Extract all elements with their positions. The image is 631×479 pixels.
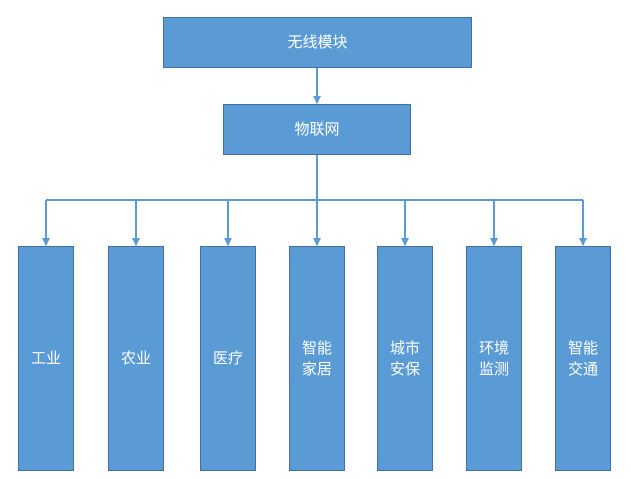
leaf-node-smart-home: 智能 家居	[289, 246, 345, 471]
leaf-label-line: 安保	[389, 359, 420, 378]
leaf-label-line: 交通	[567, 359, 598, 378]
leaf-label-line: 监测	[478, 359, 509, 378]
leaf-label-line: 农业	[120, 349, 151, 367]
leaf-node-medical: 医疗	[200, 246, 256, 471]
leaf-label-line: 家居	[301, 359, 332, 378]
leaf-label-line: 城市	[389, 338, 420, 357]
leaf-node-agriculture: 农业	[108, 246, 164, 471]
leaf-node-city-security: 城市 安保	[377, 246, 433, 471]
leaf-label-line: 环境	[478, 338, 509, 357]
root-node: 无线模块	[163, 17, 472, 68]
leaf-node-industry: 工业	[18, 246, 74, 471]
leaf-label-line: 智能	[567, 338, 598, 357]
leaf-connector-group	[42, 200, 587, 246]
leaf-node-environment-monitoring: 环境 监测	[466, 246, 522, 471]
leaf-label-line: 医疗	[212, 349, 243, 367]
root-node-label: 无线模块	[287, 33, 348, 51]
leaf-label-line: 智能	[301, 338, 332, 357]
middle-node: 物联网	[223, 104, 411, 155]
leaf-node-smart-traffic: 智能 交通	[555, 246, 611, 471]
leaf-label-line: 工业	[30, 349, 61, 367]
middle-node-label: 物联网	[294, 120, 340, 138]
